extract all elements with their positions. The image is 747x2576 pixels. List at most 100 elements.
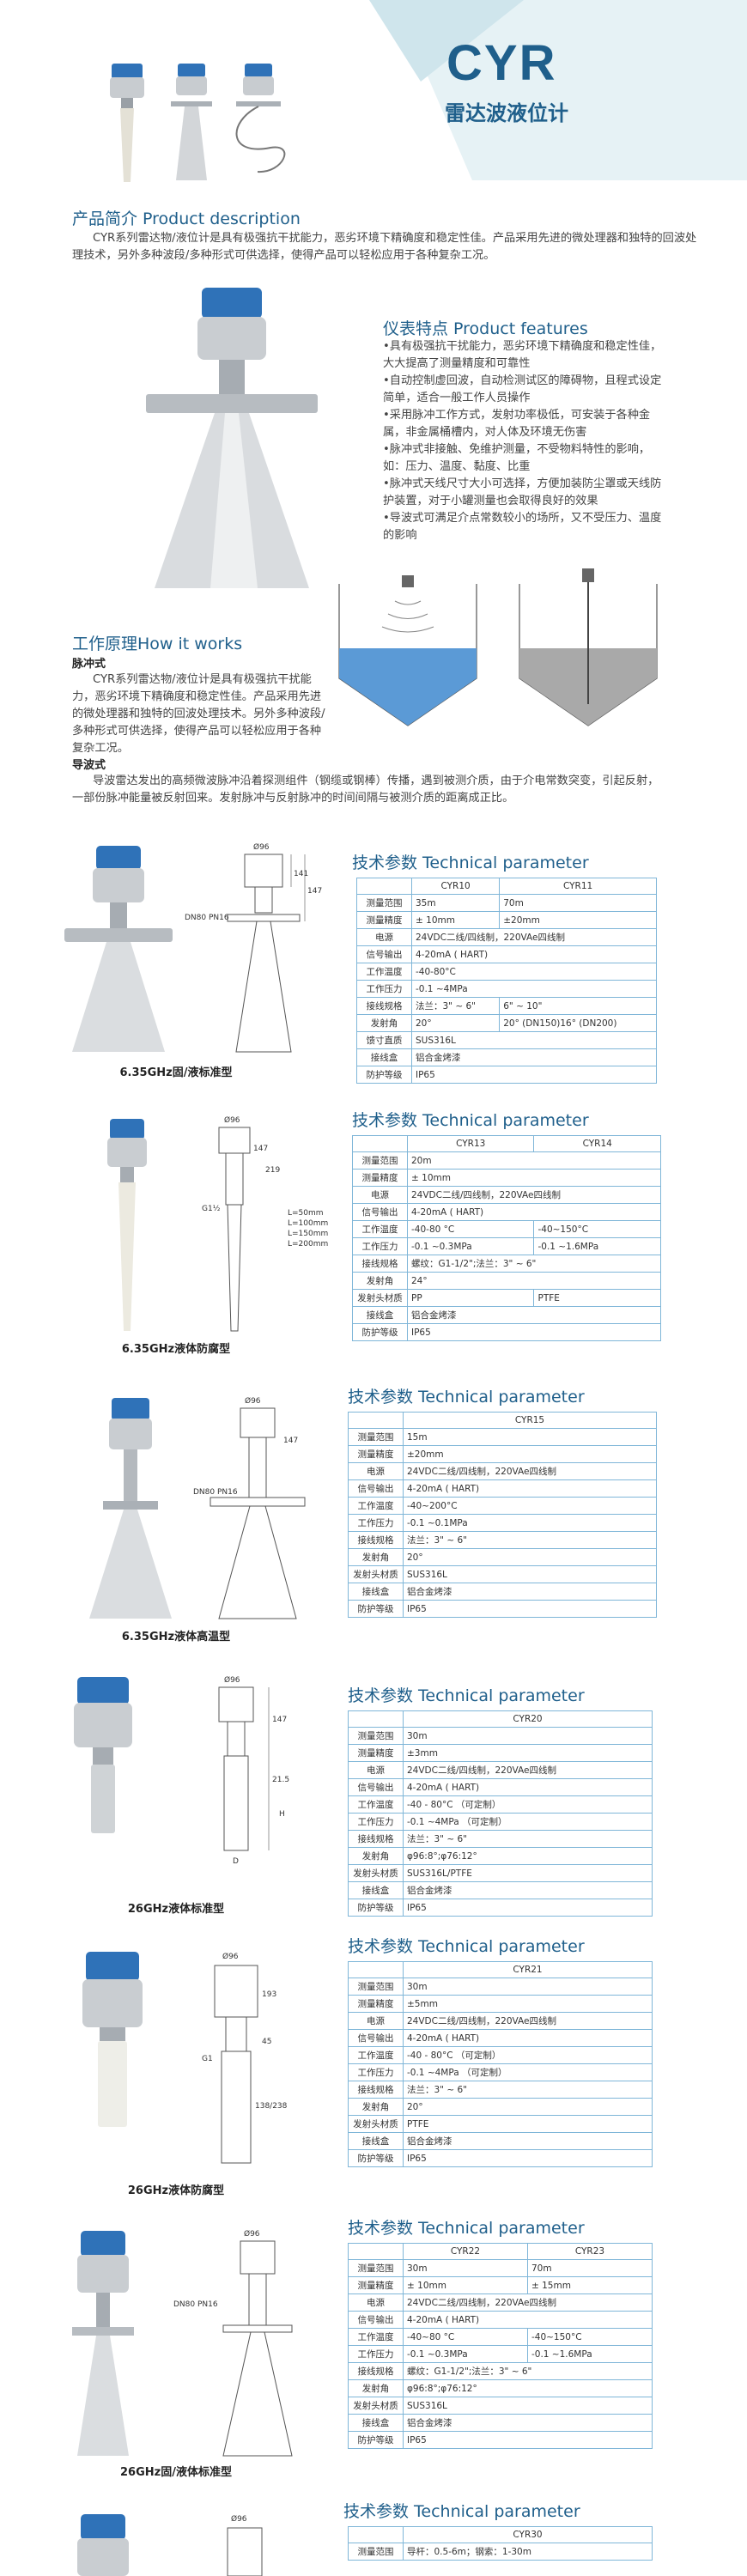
spec-value-cell: 20° (403, 1548, 657, 1566)
spec-value-cell: 15m (403, 1428, 657, 1446)
spec-header-cell: CYR10 (410, 878, 501, 895)
spec-value-cell: PTFE (533, 1289, 661, 1307)
spec-key-cell: 工作压力 (352, 1237, 408, 1255)
dimension-drawing: Ø96 147 219 G1½ L=50mm L=100mm L=150mm L… (202, 1115, 328, 1332)
spec-value-cell: -40 - 80°C （可定制） (403, 2046, 653, 2064)
spec-key-cell: 测量精度 (352, 1169, 408, 1187)
dim-label: H (279, 1810, 285, 1819)
params-title: 技术参数 Technical parameter (352, 854, 589, 872)
main-product-image (146, 288, 318, 588)
spec-key-cell: 接线盒 (348, 1583, 404, 1601)
spec-value-cell: SUS316L (411, 1031, 657, 1049)
spec-key-cell: 测量精度 (348, 1744, 404, 1762)
spec-value-cell: 4-20mA ( HART) (407, 1203, 661, 1221)
dim-label: 219 (265, 1166, 280, 1175)
spec-value-cell: 24VDC二线/四线制，220VAe四线制 (403, 2293, 653, 2312)
spec-key-cell: 测量范围 (348, 1428, 404, 1446)
spec-value-cell: 导杆：0.5-6m；钢索：1-30m (403, 2543, 653, 2561)
spec-key-cell: 测量范围 (348, 1727, 404, 1745)
dimension-drawing: Ø96 DN80 PN16 (173, 2229, 293, 2457)
spec-key-cell: 发射角 (348, 1548, 404, 1566)
feature-item: •脉冲式天线尺寸大小可选择，方便加装防尘罩或天线防护装置，对于小罐测量也会取得良… (383, 477, 662, 507)
feature-item: •自动控制虚回波，自动检测试区的障碍物，且程式设定简单，适合一般工作人员操作 (383, 374, 662, 404)
spec-key-cell: 工作压力 (348, 1813, 404, 1831)
spec-header-cell: CYR20 (403, 1710, 653, 1728)
spec-value-cell: IP65 (407, 1323, 661, 1341)
spec-key-cell: 防护等级 (348, 2431, 404, 2449)
dim-label: L=100mm (288, 1219, 328, 1228)
spec-value-cell: 铝合金烤漆 (407, 1306, 661, 1324)
spec-value-cell: 铝合金烤漆 (403, 2414, 653, 2432)
spec-value-cell: SUS316L (403, 2397, 653, 2415)
features-list: •具有极强抗干扰能力，恶劣环境下精确度和稳定性佳，大大提高了测量精度和可靠性 •… (383, 338, 666, 544)
spec-value-cell: 30m (403, 2259, 528, 2277)
spec-value-cell: -40-80°C (411, 963, 657, 981)
spec-value-cell: IP65 (411, 1066, 657, 1084)
product-photo (64, 846, 173, 1052)
spec-key-cell: 测量范围 (356, 894, 412, 912)
spec-value-cell: ±20mm (499, 911, 657, 929)
spec-key-cell (352, 1135, 408, 1152)
spec-key-cell: 发射角 (348, 2098, 404, 2116)
product-caption: 26GHz液体标准型 (127, 1903, 225, 1916)
intro-title: 产品简介 Product description (72, 210, 301, 228)
spec-key-cell: 发射角 (348, 2379, 404, 2397)
spec-value-cell: 30m (403, 1727, 653, 1745)
product-subtitle: 雷达波液位计 (445, 101, 568, 125)
spec-value-cell: 30m (403, 1978, 653, 1996)
spec-value-cell: 法兰：3" ~ 6" (403, 1531, 657, 1549)
spec-key-cell: 电源 (348, 2012, 404, 2030)
spec-header-cell: CYR23 (526, 2243, 653, 2260)
spec-header-cell: CYR14 (533, 1135, 661, 1152)
dim-label: 138/238 (255, 2102, 288, 2111)
spec-value-cell: 20° (410, 1014, 501, 1032)
spec-key-cell: 防护等级 (348, 1899, 404, 1917)
spec-value-cell: -0.1 ~0.1MPa (403, 1514, 657, 1532)
tank-diagrams (338, 568, 658, 726)
spec-value-cell: 铝合金烤漆 (411, 1048, 657, 1066)
spec-key-cell: 接线盒 (348, 2132, 404, 2150)
spec-header-cell: CYR21 (403, 1961, 653, 1978)
dim-label: 45 (262, 2038, 271, 2046)
guided-label: 导波式 (72, 759, 106, 772)
dim-label: L=50mm (288, 1209, 324, 1218)
spec-key-cell (348, 1710, 404, 1728)
spec-header-cell: CYR30 (403, 2526, 653, 2543)
dim-label: L=150mm (288, 1230, 328, 1238)
guided-text: 导波雷达发出的高频微波脉冲沿着探测组件（钢缆或钢棒）传播，遇到被测介质，由于介电… (72, 775, 659, 805)
spec-key-cell: 接线规格 (348, 2081, 404, 2099)
spec-value-cell: IP65 (403, 1600, 657, 1618)
spec-value-cell: -0.1 ~0.3MPa (406, 1237, 535, 1255)
spec-key-cell: 接线盒 (348, 1881, 404, 1899)
spec-value-cell: 35m (410, 894, 501, 912)
spec-value-cell: 20° (403, 2098, 653, 2116)
spec-key-cell: 发射角 (348, 1847, 404, 1865)
dim-label: Ø96 (245, 1396, 261, 1406)
spec-key-cell: 接线规格 (348, 1830, 404, 1848)
spec-key-cell: 工作温度 (348, 1497, 404, 1515)
spec-key-cell: 测量精度 (356, 911, 412, 929)
dim-label: 147 (283, 1437, 298, 1445)
spec-value-cell: 铝合金烤漆 (403, 1881, 653, 1899)
spec-key-cell: 工作压力 (356, 980, 412, 998)
spec-value-cell: SUS316L (403, 1565, 657, 1583)
spec-key-cell: 接线盒 (352, 1306, 408, 1324)
spec-key-cell: 发射角 (352, 1272, 408, 1290)
spec-key-cell: 电源 (352, 1186, 408, 1204)
params-title: 技术参数 Technical parameter (348, 2219, 585, 2238)
pulse-text: CYR系列雷达物/液位计是具有极强抗干扰能力，恶劣环境下精确度和稳定性佳。产品采… (72, 673, 325, 755)
spec-key-cell: 测量范围 (348, 2543, 404, 2561)
product-photo (74, 1677, 132, 1833)
spec-key-cell: 电源 (348, 1761, 404, 1779)
spec-value-cell: φ96:8°;φ76:12° (403, 1847, 653, 1865)
spec-key-cell (348, 2526, 404, 2543)
spec-key-cell: 防护等级 (348, 1600, 404, 1618)
spec-value-cell: 法兰：3" ~ 6" (403, 2081, 653, 2099)
spec-key-cell (348, 1961, 404, 1978)
spec-key-cell (348, 1412, 404, 1429)
spec-value-cell: 24VDC二线/四线制，220VAe四线制 (403, 1462, 657, 1480)
